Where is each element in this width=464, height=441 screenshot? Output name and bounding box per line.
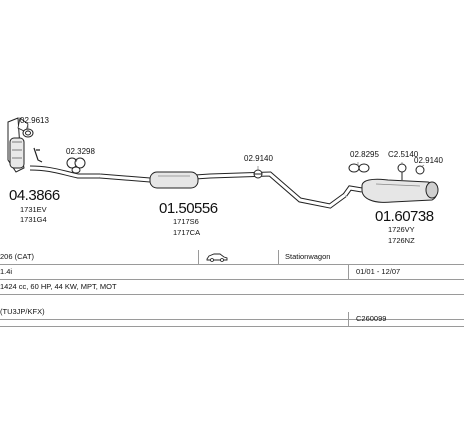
center-silencer-code: 01.50556 (159, 200, 218, 217)
rear-clamp-part[interactable] (348, 163, 370, 173)
info-row-engine: 1.4i 01/01 - 12/07 (0, 265, 464, 280)
cat-converter-ref-2: 1731G4 (20, 215, 47, 224)
rear-pipe-part[interactable] (342, 185, 363, 197)
rear-hanger-b-label: 02.9140 (414, 156, 443, 165)
rear-silencer-code: 01.60738 (375, 208, 434, 225)
engine-value: 1.4i (0, 267, 13, 276)
dates-value: 01/01 - 12/07 (356, 267, 401, 276)
front-clamp-label: 02.3298 (66, 147, 95, 156)
info-row-ref: C260099 (0, 312, 464, 327)
exhaust-system-diagram: 02.9613 04.3866 1731EV 1731G4 02.3298 01… (7, 116, 443, 245)
center-silencer-ref-2: 1717CA (173, 228, 200, 237)
rear-silencer-ref-2: 1726NZ (388, 236, 415, 245)
rear-hanger-a-label: C2.5140 (388, 150, 419, 159)
cat-clamp-label: 02.9613 (20, 116, 49, 125)
center-hanger-label: 02.9140 (244, 154, 273, 163)
leader-lines (27, 125, 425, 170)
rear-hanger-b-part[interactable] (415, 165, 425, 175)
info-row-engine-code: (TU3JP/KFX) (0, 305, 464, 320)
cat-converter-code: 04.3866 (9, 187, 60, 204)
engine-code-value: (TU3JP/KFX) (0, 307, 45, 316)
model-value: 206 (CAT) (0, 252, 35, 261)
front-pipe-part[interactable] (29, 165, 100, 179)
cat-converter-ref-1: 1731EV (20, 205, 47, 214)
front-clamp-part[interactable] (66, 157, 86, 174)
center-silencer-ref-1: 1717S6 (173, 217, 199, 226)
body-value: Stationwagon (285, 252, 331, 261)
car-side-icon (206, 253, 228, 262)
center-pipe-part[interactable] (99, 171, 347, 209)
rear-clamp-label: 02.8295 (350, 150, 379, 159)
center-hanger-part[interactable] (253, 169, 263, 179)
rear-hanger-a-part[interactable] (397, 163, 407, 180)
ref-code-value: C260099 (356, 314, 387, 323)
cat-converter-part[interactable] (7, 117, 29, 173)
info-row-spec: 1424 cc, 60 HP, 44 KW, MPT, MOT (0, 280, 464, 295)
rear-silencer-ref-1: 1726VY (388, 225, 415, 234)
cat-bracket-part[interactable] (33, 147, 43, 163)
center-silencer-part[interactable] (149, 171, 199, 189)
info-row-model: 206 (CAT) Stationwagon (0, 250, 464, 265)
rear-silencer-part[interactable] (361, 178, 439, 203)
spec-value: 1424 cc, 60 HP, 44 KW, MPT, MOT (0, 282, 117, 291)
